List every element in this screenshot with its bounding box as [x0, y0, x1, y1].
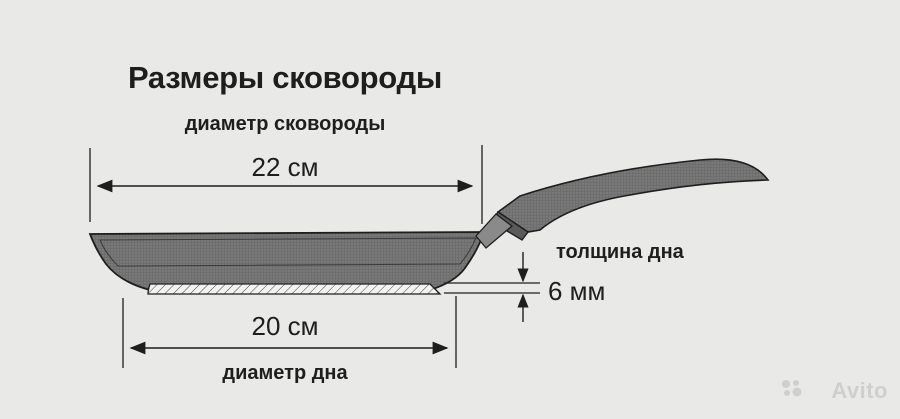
thickness-label: толщина дна	[556, 241, 684, 263]
pan-bottom-hatched	[147, 283, 442, 295]
avito-logo-icon	[782, 380, 802, 397]
top-diameter-value: 22 см	[251, 152, 319, 182]
diagram-title: Размеры сковороды	[127, 60, 443, 95]
pan-handle	[496, 158, 770, 233]
thickness-value: 6 мм	[548, 276, 606, 306]
pan-rim-inner	[99, 237, 477, 267]
bottom-diameter-value: 20 см	[251, 311, 319, 341]
pan-body	[88, 231, 486, 291]
bottom-diameter-label: диаметр дна	[222, 362, 348, 384]
top-diameter-label: диаметр сковороды	[184, 113, 386, 135]
watermark-text: Avito	[831, 378, 888, 403]
pan-neck	[475, 213, 514, 249]
